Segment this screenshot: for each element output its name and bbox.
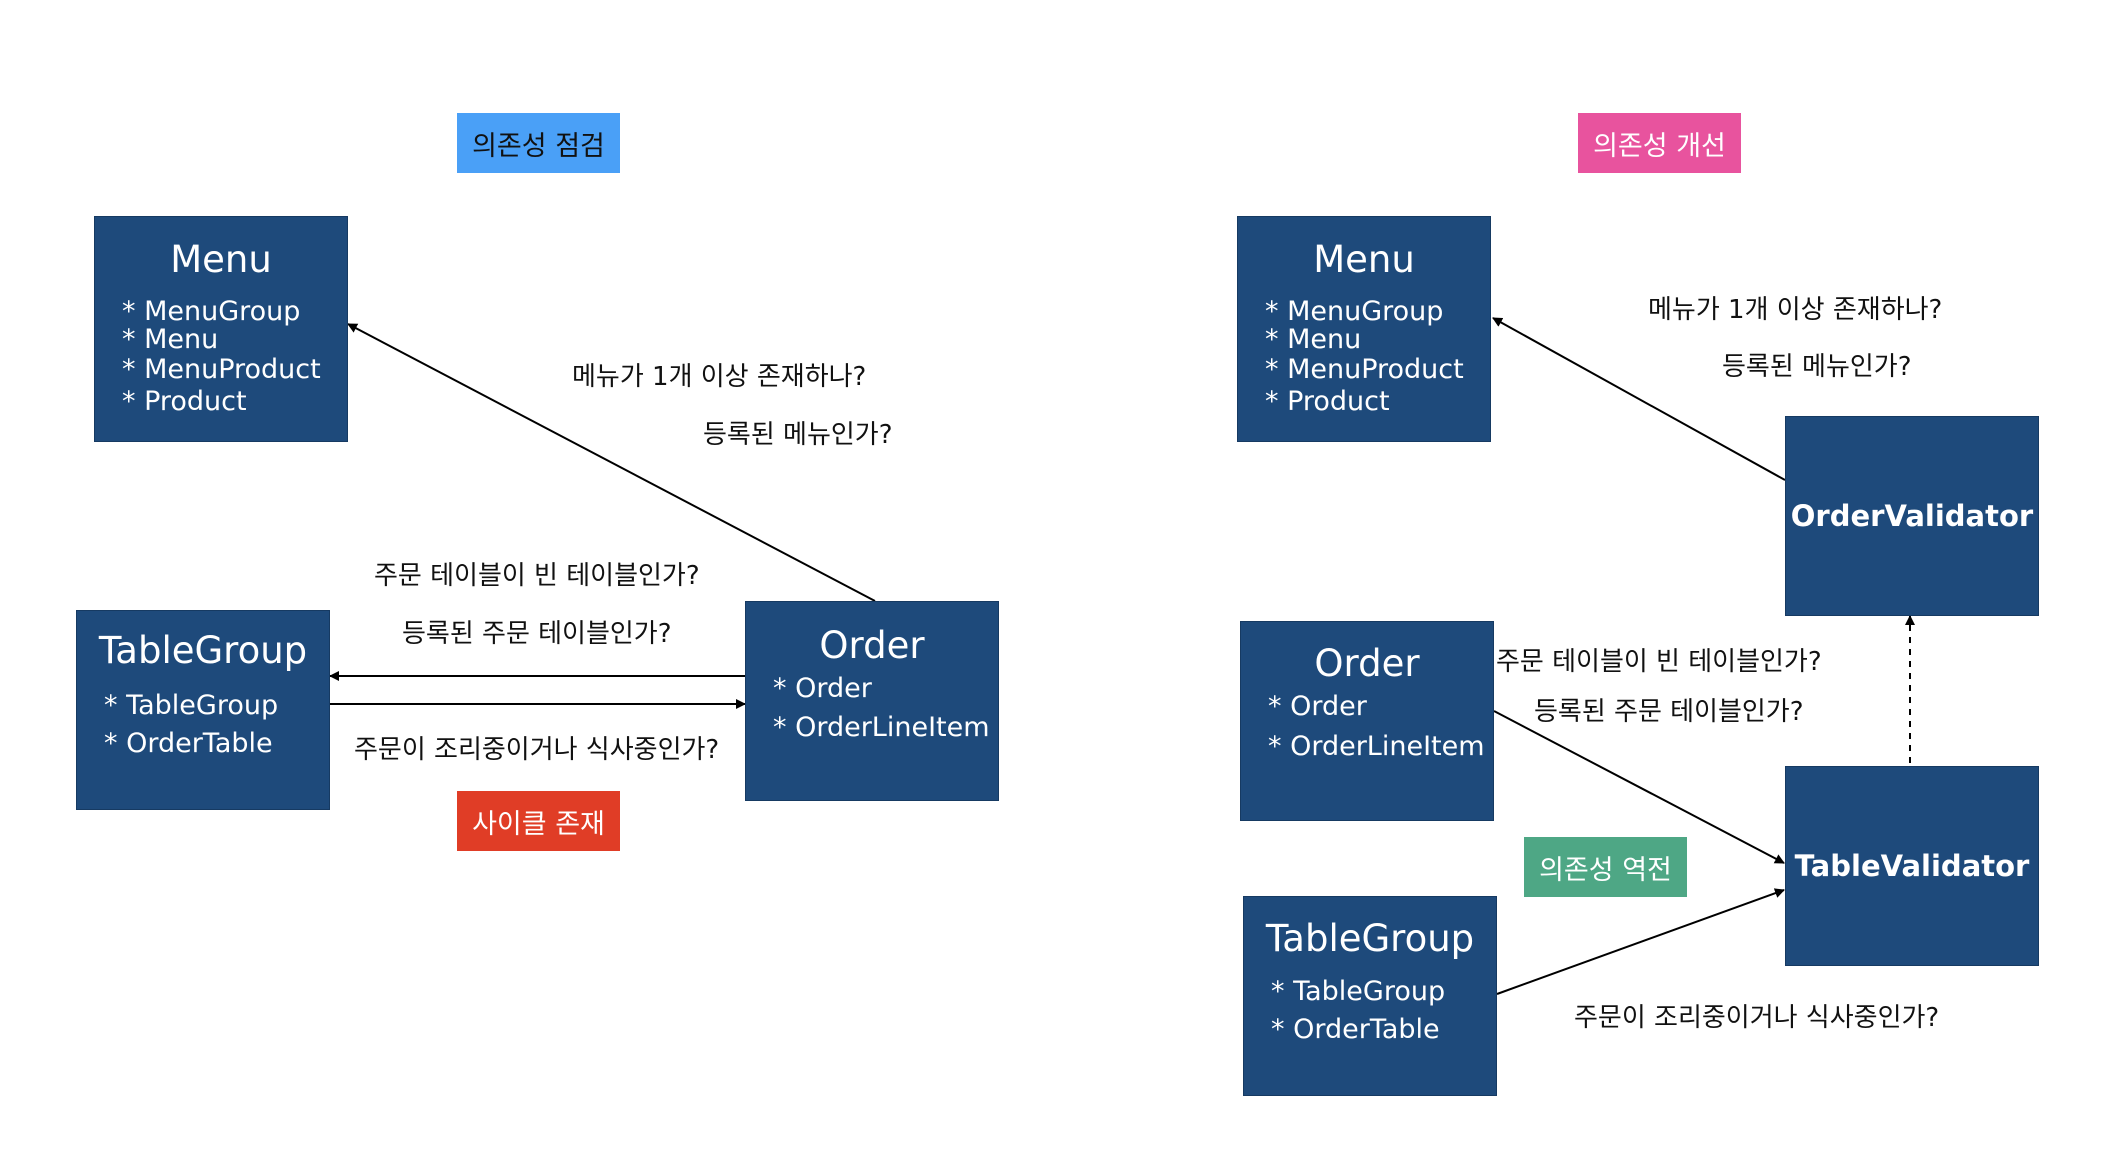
order-validator-title: OrderValidator	[1790, 499, 2034, 533]
right-tablegroup-box: TableGroup * TableGroup * OrderTable	[1243, 896, 1497, 1096]
arrow-order-to-tablevalidator	[1493, 710, 1785, 864]
left-order-item: * OrderLineItem	[773, 712, 990, 743]
right-label-menu-registered: 등록된 메뉴인가?	[1722, 352, 1912, 382]
right-label-menu-count: 메뉴가 1개 이상 존재하나?	[1648, 295, 1943, 325]
right-label-table-registered: 등록된 주문 테이블인가?	[1534, 697, 1804, 727]
left-menu-item: * Menu	[122, 324, 219, 355]
order-validator-box: OrderValidator	[1785, 416, 2039, 616]
right-order-item: * OrderLineItem	[1268, 731, 1485, 762]
right-tablegroup-title: TableGroup	[1265, 917, 1475, 960]
right-order-title: Order	[1314, 642, 1420, 685]
right-label-order-cooking: 주문이 조리중이거나 식사중인가?	[1574, 1003, 1940, 1033]
tag-dependency-inversion: 의존성 역전	[1524, 837, 1687, 897]
left-label-table-registered: 등록된 주문 테이블인가?	[402, 619, 672, 649]
right-menu-item: * MenuProduct	[1265, 354, 1464, 385]
right-order-box: Order * Order * OrderLineItem	[1240, 621, 1494, 821]
arrow-order-to-menu	[347, 323, 876, 602]
left-menu-title: Menu	[170, 238, 272, 281]
tag-dependency-improve: 의존성 개선	[1578, 113, 1741, 173]
right-tablegroup-item: * TableGroup	[1271, 976, 1446, 1007]
left-label-menu-count: 메뉴가 1개 이상 존재하나?	[572, 362, 867, 392]
right-menu-box: Menu * MenuGroup * Menu * MenuProduct * …	[1237, 216, 1491, 442]
table-validator-title: TableValidator	[1794, 849, 2030, 883]
left-tablegroup-item: * TableGroup	[104, 690, 279, 721]
left-order-item: * Order	[773, 673, 872, 704]
table-validator-box: TableValidator	[1785, 766, 2039, 966]
right-tablegroup-item: * OrderTable	[1271, 1014, 1440, 1045]
left-tablegroup-item: * OrderTable	[104, 728, 273, 759]
tag-cycle-exists: 사이클 존재	[457, 791, 620, 851]
right-menu-item: * Product	[1265, 386, 1390, 417]
right-menu-title: Menu	[1313, 238, 1415, 281]
left-label-table-empty: 주문 테이블이 빈 테이블인가?	[374, 561, 700, 591]
left-menu-item: * MenuGroup	[122, 296, 301, 327]
left-menu-box: Menu * MenuGroup * Menu * MenuProduct * …	[94, 216, 348, 442]
arrow-tablegroup-to-tablevalidator	[1496, 888, 1785, 995]
left-order-title: Order	[819, 624, 925, 667]
right-label-table-empty: 주문 테이블이 빈 테이블인가?	[1496, 647, 1822, 677]
left-tablegroup-box: TableGroup * TableGroup * OrderTable	[76, 610, 330, 810]
left-order-box: Order * Order * OrderLineItem	[745, 601, 999, 801]
right-menu-item: * MenuGroup	[1265, 296, 1444, 327]
left-label-order-cooking: 주문이 조리중이거나 식사중인가?	[354, 735, 720, 765]
right-order-item: * Order	[1268, 691, 1367, 722]
arrow-ordervalidator-to-menu	[1492, 317, 1786, 481]
left-tablegroup-title: TableGroup	[98, 629, 308, 672]
left-label-menu-registered: 등록된 메뉴인가?	[703, 420, 893, 450]
left-menu-item: * Product	[122, 386, 247, 417]
right-menu-item: * Menu	[1265, 324, 1362, 355]
tag-dependency-check: 의존성 점검	[457, 113, 620, 173]
left-menu-item: * MenuProduct	[122, 354, 321, 385]
